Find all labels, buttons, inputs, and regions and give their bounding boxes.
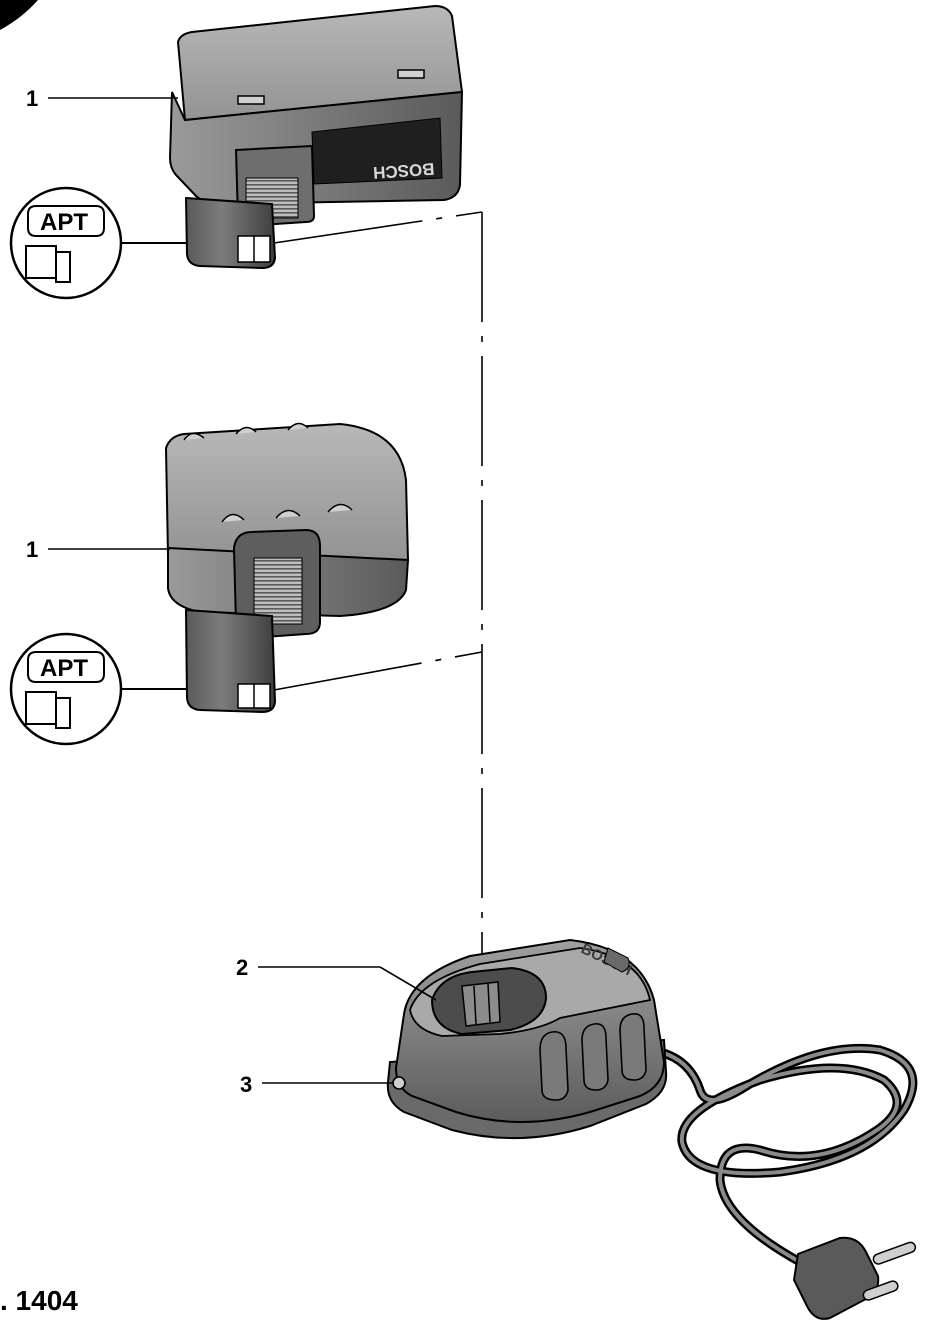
cup-contact-right xyxy=(487,983,491,1023)
battery-pack-slide: BOSCH xyxy=(168,4,464,270)
callout-1-top: 1 xyxy=(26,86,178,111)
corner-fragment xyxy=(0,0,38,30)
cap-top-bump-1 xyxy=(183,432,205,441)
lid-notch-right xyxy=(397,69,425,79)
apt-badge-text: APT xyxy=(40,209,88,236)
apt-badge-1: APT xyxy=(9,186,186,300)
cap-bump-3 xyxy=(327,503,353,513)
lid-notch-left xyxy=(237,95,265,105)
charger-logo-bar xyxy=(603,947,630,973)
callout-3: 3 xyxy=(240,1072,393,1097)
callout-2: 2 xyxy=(236,955,437,1001)
callout-label: 1 xyxy=(26,86,38,111)
charger: BOSCH xyxy=(386,938,918,1320)
cap-bump-2 xyxy=(275,509,301,519)
apt-badge-text: APT xyxy=(40,655,88,682)
charging-indicator-led xyxy=(392,1076,406,1090)
callout-label: 3 xyxy=(240,1072,252,1097)
callout-label: 1 xyxy=(26,537,38,562)
cap-bump-1 xyxy=(221,513,245,523)
euro-plug xyxy=(792,1236,917,1320)
callout-1-middle: 1 xyxy=(26,537,170,562)
housing-rib-3 xyxy=(619,1012,647,1081)
power-cord-highlight xyxy=(658,1046,915,1264)
battery-top-lid xyxy=(176,4,464,122)
figure-number: . 1404 xyxy=(0,1285,78,1316)
plug-pin-upper xyxy=(872,1241,917,1265)
stick-latch-grip xyxy=(253,557,303,625)
callout-leader xyxy=(258,966,437,1001)
cap-top-bump-3 xyxy=(287,422,309,431)
apt-badge-2: APT xyxy=(9,632,186,746)
apt-label-frame xyxy=(27,651,105,683)
cap-top-bump-2 xyxy=(235,426,257,435)
battery-pack-stick xyxy=(164,422,410,714)
guide-line-top xyxy=(273,211,483,244)
battery-logo-text: BOSCH xyxy=(372,159,435,182)
guide-line-middle xyxy=(273,651,483,691)
plug-pin-lower xyxy=(862,1280,899,1301)
apt-connector-symbol xyxy=(25,691,71,729)
battery-cap xyxy=(164,422,410,562)
plug-body xyxy=(792,1236,880,1320)
apt-label-frame xyxy=(27,205,105,237)
cup-contact-left xyxy=(473,985,477,1025)
callout-label: 2 xyxy=(236,955,248,980)
housing-rib-2 xyxy=(581,1022,609,1091)
cup-inner xyxy=(461,981,501,1027)
assembly-guide-lines xyxy=(273,211,483,1022)
housing-rib-1 xyxy=(539,1031,569,1101)
apt-connector-symbol xyxy=(25,245,71,283)
